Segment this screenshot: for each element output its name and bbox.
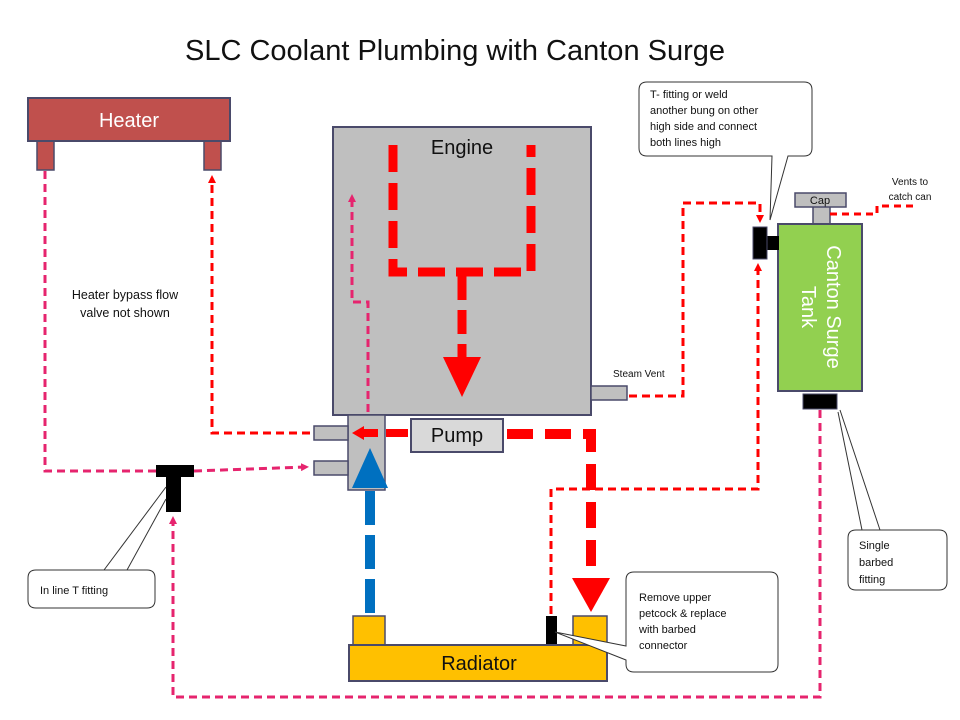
callout-remove-petcock-bubble (554, 571, 779, 673)
canton-surge-tank: Cap Canton Surge Tank (752, 192, 863, 410)
callout-single-barbed-line1: Single (859, 540, 890, 552)
vents-label-line2: catch can (889, 192, 932, 203)
tank-cap (794, 192, 847, 208)
tank-bottom-fitting (802, 393, 838, 410)
radiator-return-arrowhead (352, 448, 388, 488)
heater-return-nipple (313, 425, 349, 441)
engine-bypass-hose (348, 194, 370, 412)
diagram-title: SLC Coolant Plumbing with Canton Surge (185, 35, 725, 67)
tank-side-fitting-stem (766, 236, 779, 250)
inline-t-top (156, 465, 194, 477)
steam-vent-hose (629, 201, 764, 398)
tank-label-line2: Tank (797, 286, 819, 329)
steam-vent-label: Steam Vent (613, 369, 665, 380)
bypass-note-line2: valve not shown (80, 306, 170, 320)
tank-label-line1: Canton Surge (822, 245, 844, 368)
pump-outflow-arrowhead (352, 426, 364, 440)
callout-t-fitting-line4: both lines high (650, 137, 721, 149)
callout-single-barbed-leader2 (837, 411, 863, 531)
callout-remove-petcock-line2: petcock & replace (639, 608, 726, 620)
tank-cap-label: Cap (810, 195, 830, 207)
callout-t-fitting: T- fitting or weld another bung on other… (638, 81, 813, 221)
inline-t-fitting (156, 465, 194, 512)
radiator-petcock-barb (546, 616, 557, 646)
callout-single-barbed-leader1 (839, 409, 881, 531)
callout-single-barbed-bubble (847, 529, 948, 591)
tank-return-hose (169, 410, 822, 699)
radiator: Radiator (348, 615, 608, 682)
pump-box (410, 418, 504, 453)
radiator-inlet-left (352, 615, 386, 647)
t-to-engine-hose (193, 463, 309, 473)
engine-to-radiator-arrowhead (572, 578, 610, 612)
heater-label: Heater (99, 110, 159, 132)
heater-feed-nipple (313, 460, 349, 476)
callout-remove-petcock-line3: with barbed (638, 624, 696, 636)
inline-t-stem (166, 476, 181, 512)
cap-vent-hose (830, 204, 918, 216)
callout-t-fitting-bubble (638, 81, 813, 221)
radiator-label: Radiator (441, 653, 517, 675)
heater-inlet-pipe (36, 139, 55, 171)
callout-inline-t-leader2 (126, 498, 167, 571)
callout-inline-t-leader1 (103, 486, 167, 571)
engine-to-pump-arrowhead (443, 357, 481, 397)
steam-vent-fitting (590, 385, 628, 401)
heater-return-hose (208, 175, 310, 435)
vents-label-line1: Vents to (892, 177, 929, 188)
tank-body (777, 223, 863, 392)
engine-to-radiator-flow (507, 429, 596, 582)
callout-remove-petcock: Remove upper petcock & replace with barb… (554, 571, 779, 673)
heater-outlet-pipe (203, 139, 222, 171)
callout-inline-t-bubble (27, 569, 156, 609)
callout-t-fitting-line2: another bung on other (650, 105, 759, 117)
callout-inline-t: In line T fitting (27, 486, 167, 609)
heater-inlet-hose (43, 171, 156, 473)
bypass-note-line1: Heater bypass flow (72, 288, 179, 302)
heater-box (27, 97, 231, 142)
engine-label: Engine (431, 137, 493, 159)
tank-side-fitting (752, 226, 768, 260)
callout-inline-t-line1: In line T fitting (40, 585, 108, 597)
callout-t-fitting-line3: high side and connect (650, 121, 757, 133)
pump-label: Pump (431, 425, 483, 447)
radiator-vent-hose (549, 263, 762, 614)
callout-single-barbed-line2: barbed (859, 557, 893, 569)
callout-single-barbed: Single barbed fitting (837, 409, 948, 591)
heater: Heater (27, 97, 231, 171)
callout-remove-petcock-line1: Remove upper (639, 592, 711, 604)
callout-t-fitting-line1: T- fitting or weld (650, 89, 728, 101)
engine: Engine (332, 126, 592, 416)
engine-internal-flow (388, 145, 536, 277)
callout-remove-petcock-line4: connector (639, 640, 688, 652)
radiator-core (348, 644, 608, 682)
callout-single-barbed-line3: fitting (859, 574, 885, 586)
